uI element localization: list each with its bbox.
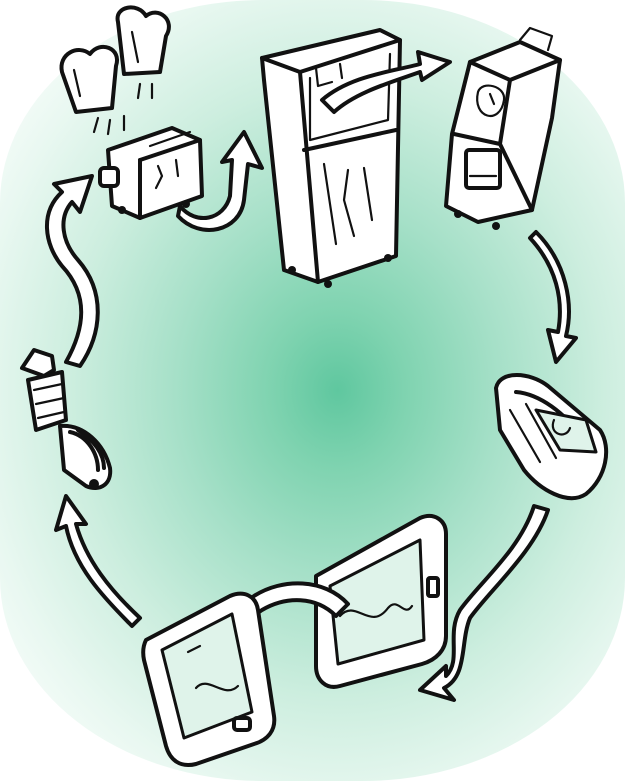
- light-bulb-icon: [22, 350, 110, 489]
- coffee-maker-icon: [446, 28, 560, 230]
- smartphone-icon: [143, 594, 274, 765]
- arrow-coffee-to-watch-icon: [530, 232, 576, 362]
- smartwatch-icon: [496, 375, 606, 498]
- refrigerator-icon: [262, 30, 400, 288]
- arrow-bulb-to-toaster-icon: [47, 176, 98, 366]
- toaster-icon: [100, 128, 202, 218]
- arrow-phone-to-bulb-icon: [56, 496, 140, 626]
